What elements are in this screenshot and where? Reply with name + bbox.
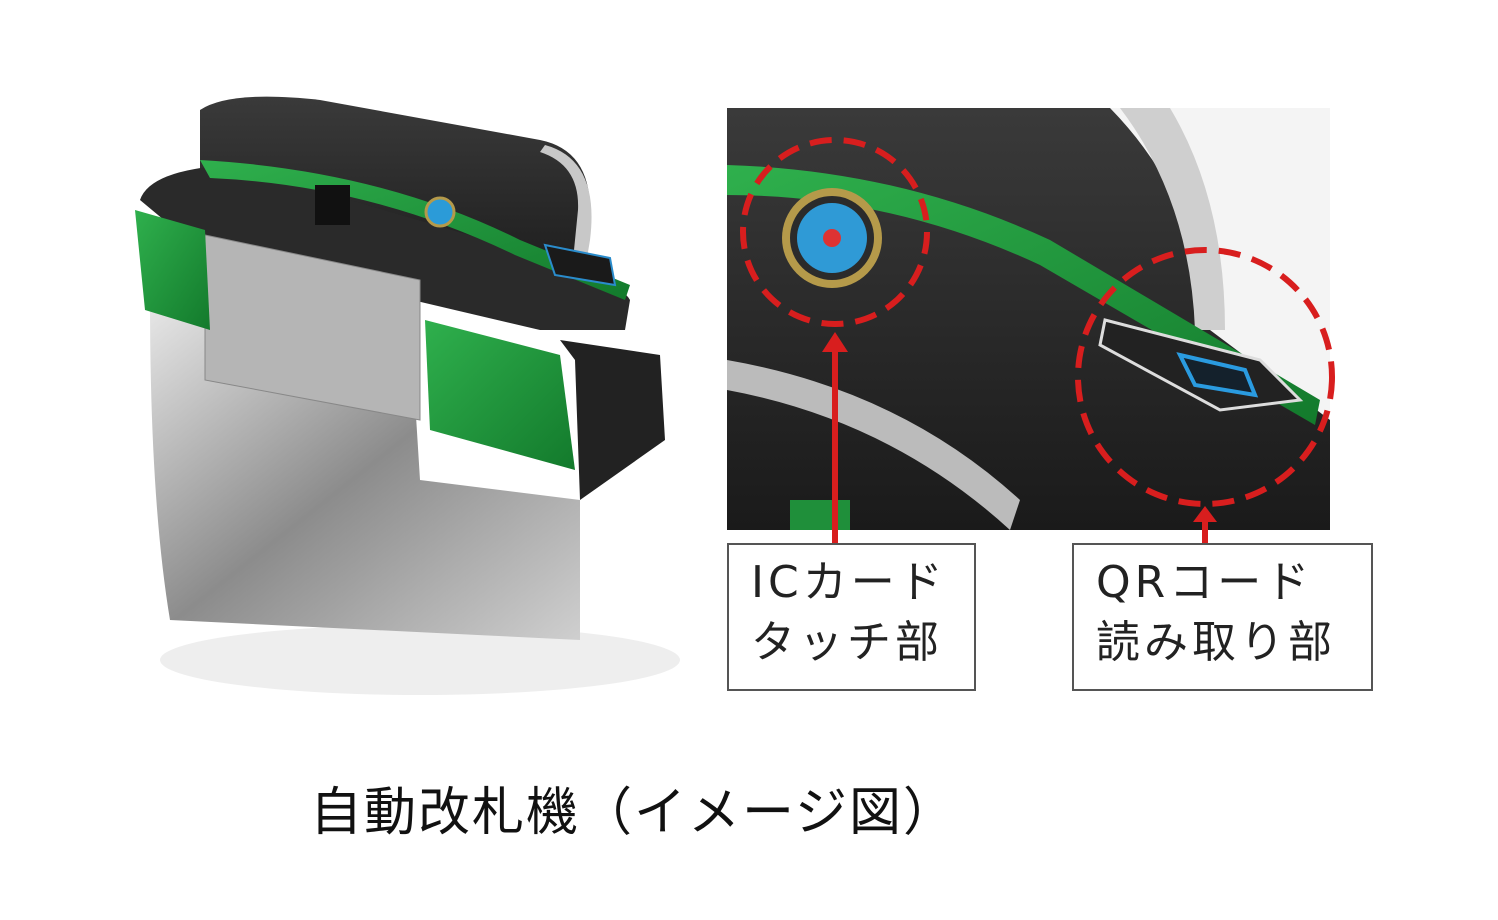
ic-touch-label: ICカード タッチ部 [727,543,976,691]
ticket-gate-full-view [135,96,680,695]
label-line: ICカード [751,557,947,608]
qr-reader-callout [1075,247,1335,543]
qr-reader-label: QRコード 読み取り部 [1072,543,1373,691]
label-line: タッチ部 [751,617,943,668]
label-line: 読み取り部 [1096,617,1336,668]
label-line: QRコード [1096,557,1314,608]
ic-touch-callout [740,137,930,543]
reader-closeup-photo [727,108,1330,530]
figure-caption: 自動改札機（イメージ図） [310,783,957,843]
